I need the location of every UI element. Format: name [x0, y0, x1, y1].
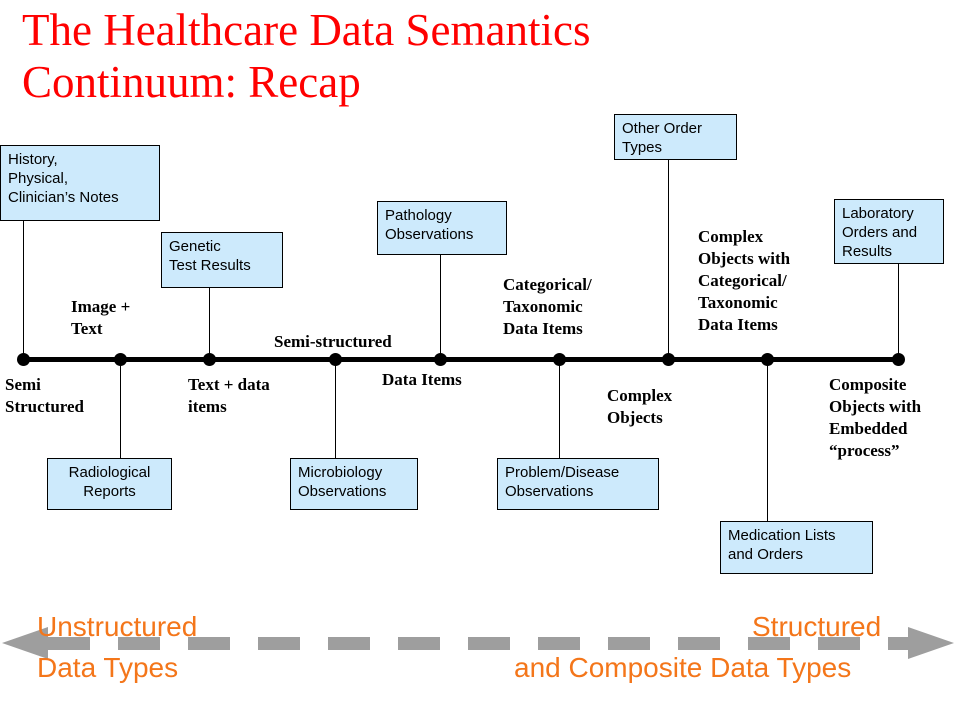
arrow-right-icon [908, 627, 954, 659]
box-problem-disease-observations[interactable]: Problem/Disease Observations [497, 458, 659, 510]
connector-node-to-microbiology [335, 359, 336, 458]
continuum-axis [23, 357, 899, 362]
box-radiological-reports[interactable]: Radiological Reports [47, 458, 172, 510]
continuum-node-2[interactable] [114, 353, 127, 366]
arrow-left-icon [2, 627, 48, 659]
continuum-node-1[interactable] [17, 353, 30, 366]
connector-other-order-to-node [668, 160, 669, 359]
connector-node-to-medication [767, 359, 768, 521]
continuum-node-8[interactable] [761, 353, 774, 366]
box-history-physical-notes[interactable]: History, Physical, Clinician’s Notes [0, 145, 160, 221]
box-other-order-types[interactable]: Other Order Types [614, 114, 737, 160]
footer-label-structured: Structured [752, 611, 882, 642]
footer-label-unstructured: Unstructured [37, 611, 198, 642]
footer-label-data-types: Data Types [37, 652, 179, 683]
label-complex-objects: Complex Objects [607, 386, 673, 427]
label-complex-objects-with-categorical: Complex Objects with Categorical/ Taxono… [698, 227, 791, 334]
connector-pathology-to-node [440, 255, 441, 359]
box-laboratory-orders-results[interactable]: Laboratory Orders and Results [834, 199, 944, 264]
label-composite-objects-embedded-process: Composite Objects with Embedded “process… [829, 375, 922, 460]
continuum-node-3[interactable] [203, 353, 216, 366]
label-semi-structured-lower: Semi Structured [5, 375, 85, 416]
continuum-node-5[interactable] [434, 353, 447, 366]
label-text-plus-data-items: Text + data items [188, 375, 270, 416]
footer-label-and-composite-data-types: and Composite Data Types [514, 652, 852, 683]
box-medication-lists-and-orders[interactable]: Medication Lists and Orders [720, 521, 873, 574]
box-microbiology-observations[interactable]: Microbiology Observations [290, 458, 418, 510]
box-pathology-observations[interactable]: Pathology Observations [377, 201, 507, 255]
connector-laboratory-to-node [898, 264, 899, 359]
continuum-dashed-track [48, 637, 914, 650]
continuum-node-9[interactable] [892, 353, 905, 366]
connector-history-to-node [23, 221, 24, 359]
continuum-node-4[interactable] [329, 353, 342, 366]
page-title: The Healthcare Data Semantics Continuum:… [22, 5, 591, 107]
box-genetic-test-results[interactable]: Genetic Test Results [161, 232, 283, 288]
label-data-items: Data Items [382, 370, 462, 389]
continuum-node-7[interactable] [662, 353, 675, 366]
label-categorical-taxonomic-data-items: Categorical/ Taxonomic Data Items [503, 275, 592, 338]
connector-genetic-to-node [209, 288, 210, 359]
label-image-plus-text: Image + Text [71, 297, 131, 338]
connector-node-to-radiological [120, 359, 121, 458]
connector-node-to-problem-disease [559, 359, 560, 458]
continuum-node-6[interactable] [553, 353, 566, 366]
label-semi-structured-upper: Semi-structured [274, 332, 392, 351]
